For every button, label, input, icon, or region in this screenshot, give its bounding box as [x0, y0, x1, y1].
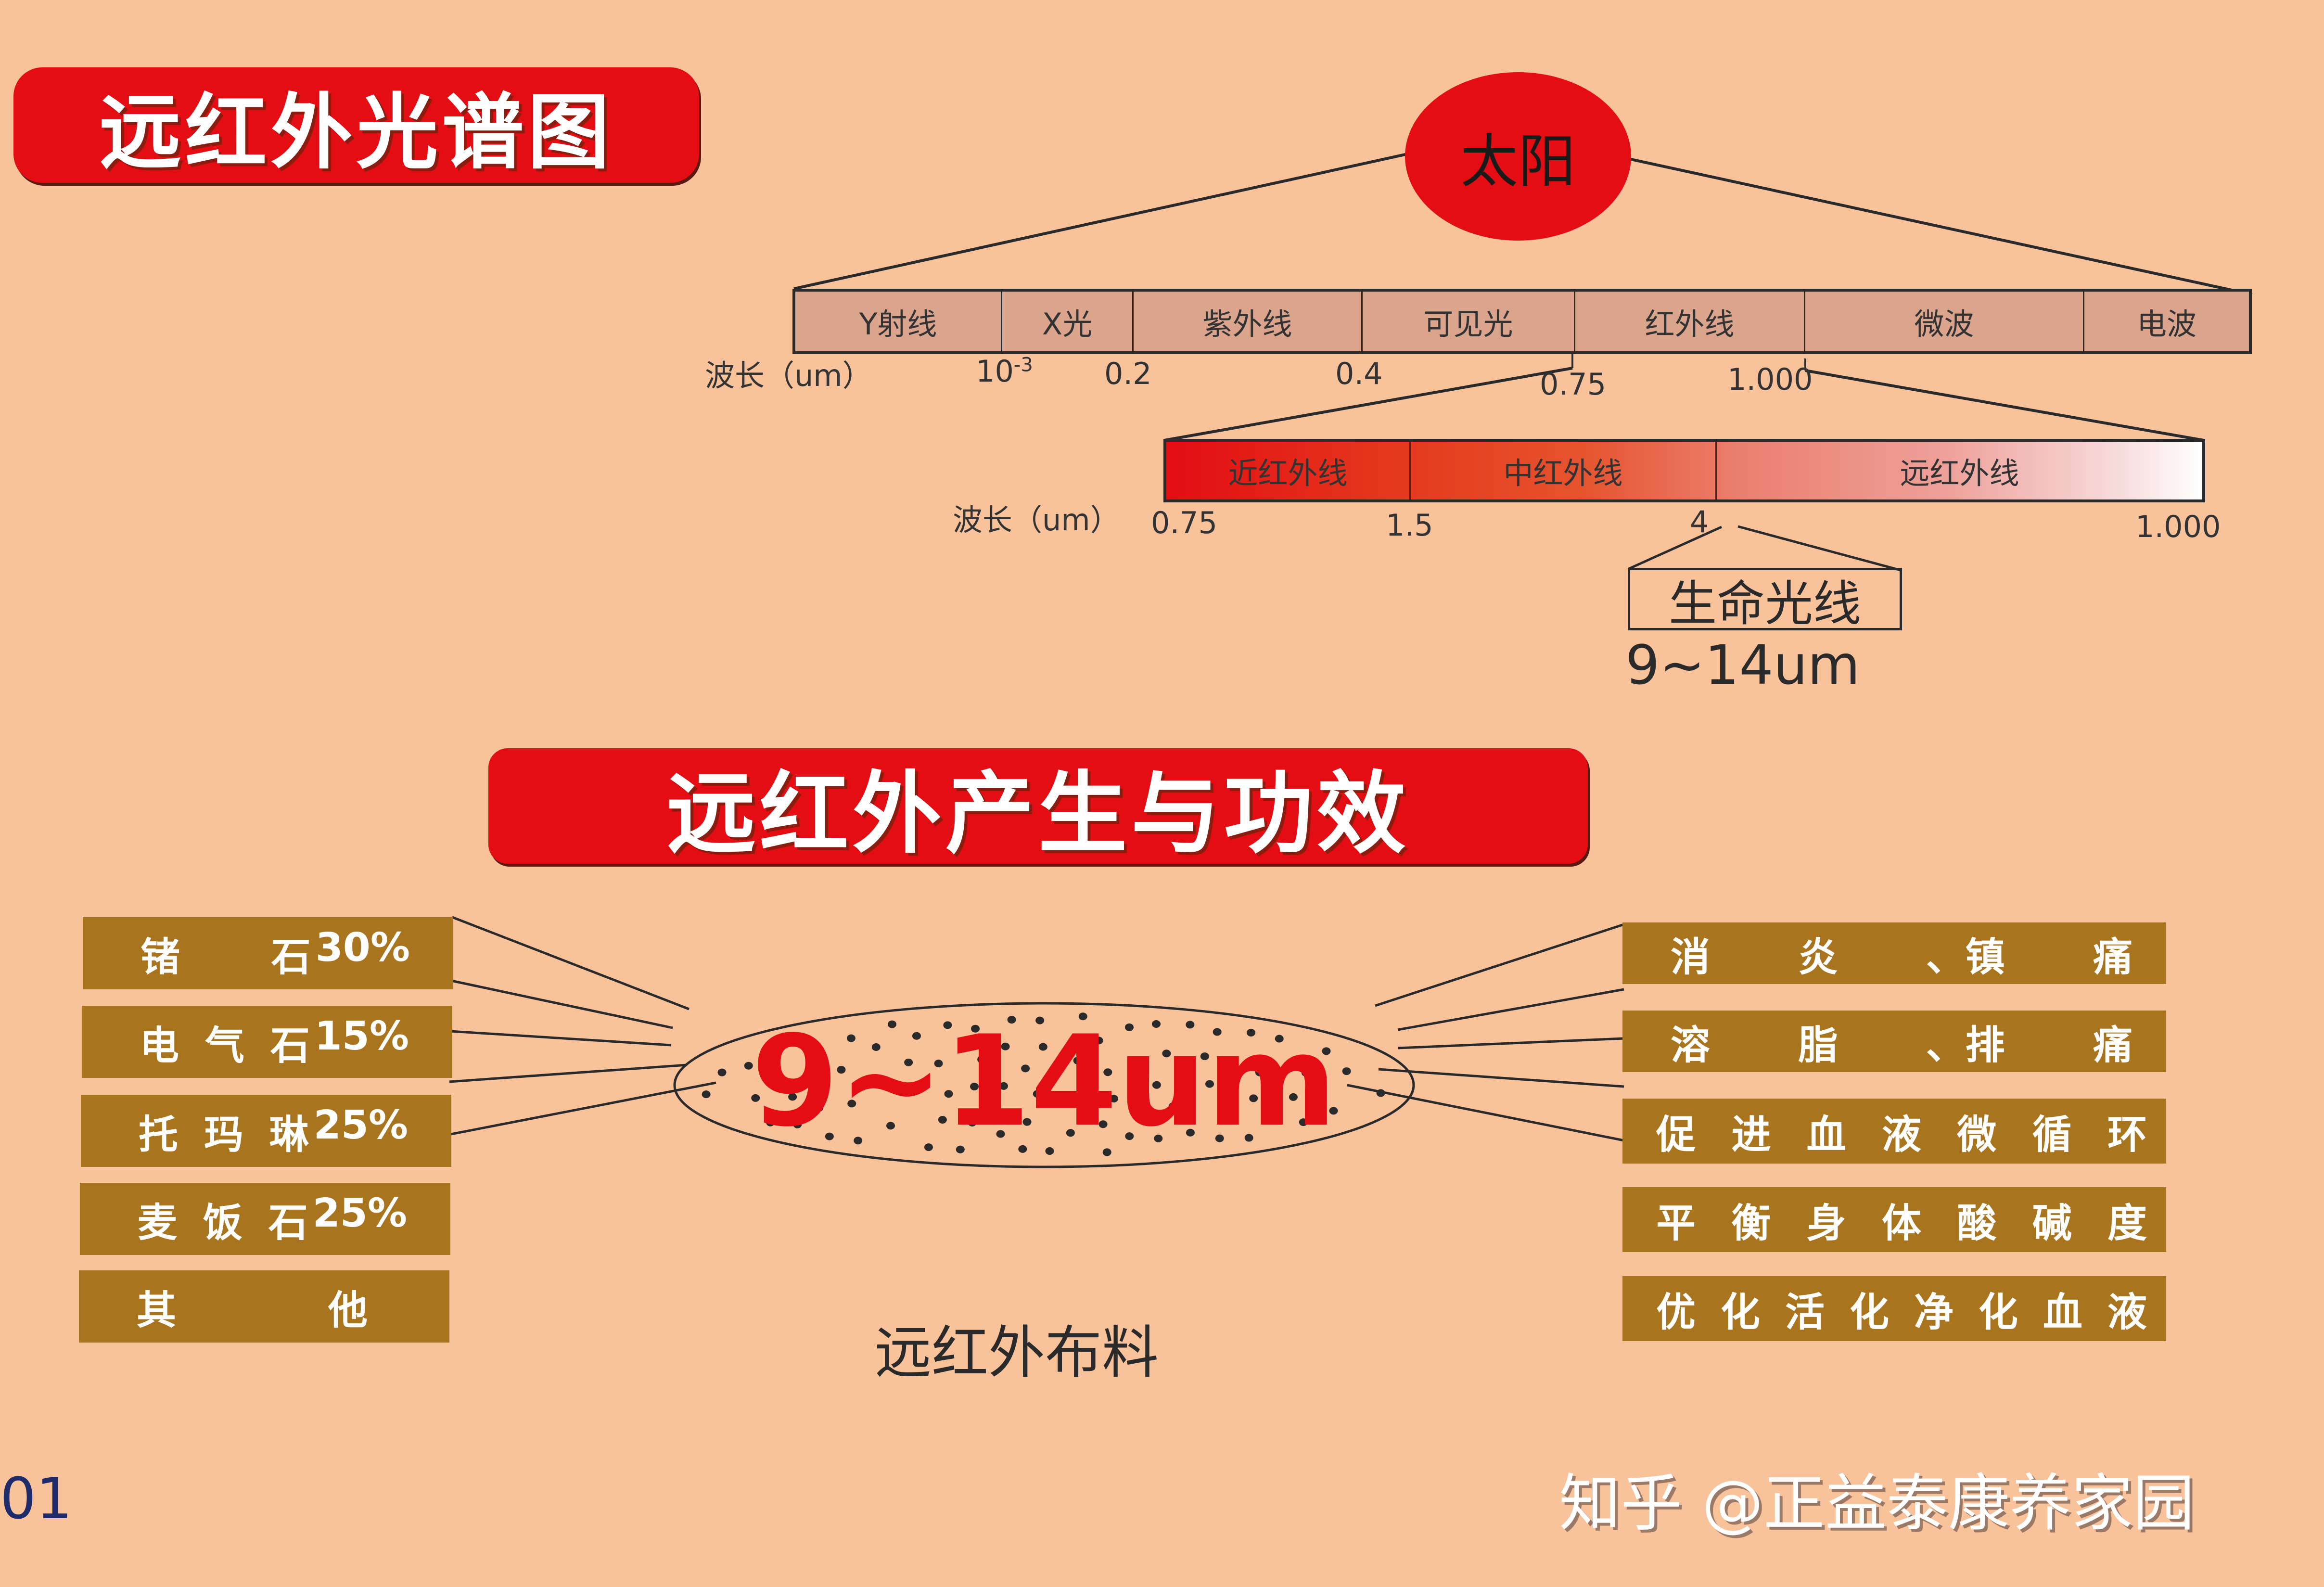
particle-dots: [702, 1012, 1385, 1156]
material-char: 托: [139, 1112, 179, 1158]
effect-char: 痛: [2093, 1022, 2132, 1068]
watermark: 知乎 @正益泰康养家园: [1559, 1468, 2195, 1539]
effect-char: 消: [1671, 934, 1711, 980]
band-microwave: 微波: [1805, 292, 2084, 351]
spectrum-title-banner: 远红外光谱图: [13, 67, 699, 183]
ir-tick-0.75: 0.75: [1151, 505, 1218, 540]
effect-blood-purification: 优化活化净化血液: [1622, 1276, 2166, 1341]
effect-char: 痛: [2093, 934, 2132, 980]
life-ray-box: 生命光线: [1628, 568, 1902, 632]
ir-tick-1.5: 1.5: [1386, 508, 1433, 543]
far-infrared-fabric-ellipse: 9~14um: [673, 1002, 1415, 1168]
band-gamma: Y射线: [795, 292, 1002, 351]
effect-char: 、镇: [1926, 934, 2005, 980]
effect-acid-base-balance: 平衡身体酸碱度: [1622, 1187, 2166, 1252]
band-xray: X光: [1002, 292, 1134, 351]
band-far-infrared: 远红外线: [1900, 456, 2019, 491]
effect-char: 促: [1656, 1112, 1696, 1158]
life-ray-range: 9~14um: [1625, 634, 1860, 697]
material-char: 电: [140, 1023, 179, 1069]
effect-char: 衡: [1731, 1201, 1771, 1246]
effect-char: 溶: [1671, 1022, 1711, 1068]
material-char: 气: [204, 1023, 244, 1069]
material-char: 石: [268, 1200, 308, 1246]
material-percent: 15%: [314, 1013, 409, 1059]
material-char: 石: [270, 1023, 310, 1069]
material-char: 饭: [203, 1200, 243, 1246]
material-char: 其: [137, 1287, 177, 1333]
effect-char: 优: [1656, 1290, 1696, 1335]
life-ray-label: 生命光线: [1669, 575, 1861, 632]
page-number: 01: [0, 1465, 73, 1532]
effect-char: 碱: [2032, 1201, 2072, 1246]
effect-char: 液: [1881, 1112, 1921, 1158]
spectrum-title: 远红外光谱图: [99, 85, 613, 180]
effects-title-banner: 远红外产生与功效: [488, 748, 1588, 866]
material-char: 琳: [269, 1112, 309, 1158]
fabric-caption: 远红外布料: [875, 1319, 1159, 1386]
effect-char: 、排: [1926, 1022, 2005, 1068]
effect-char: 化: [1720, 1290, 1760, 1335]
effect-char: 液: [2107, 1290, 2147, 1335]
effect-char: 环: [2107, 1112, 2147, 1158]
sun-label: 太阳: [1460, 128, 1576, 195]
effect-char: 度: [2107, 1201, 2147, 1246]
effects-title: 远红外产生与功效: [666, 762, 1410, 866]
tick-10e-3: 10-3: [976, 354, 1033, 389]
band-mid-infrared: 中红外线: [1411, 442, 1717, 499]
tick-1.000: 1.000: [1727, 362, 1813, 397]
effect-char: 活: [1785, 1290, 1825, 1335]
material-other: 其他: [79, 1270, 449, 1343]
effect-char: 炎: [1798, 934, 1838, 980]
material-char: 麦: [138, 1200, 178, 1246]
band-near-infrared: 近红外线: [1166, 442, 1411, 499]
infrared-wavelength-label: 波长（um）: [953, 502, 1120, 538]
tick-0.4: 0.4: [1335, 356, 1383, 391]
effect-char: 血: [1806, 1112, 1846, 1158]
effect-char: 脂: [1798, 1022, 1838, 1068]
effect-char: 净: [1914, 1290, 1954, 1335]
em-spectrum-bar: Y射线 X光 紫外线 可见光 红外线 微波 电波: [792, 289, 2252, 354]
tick-0.2: 0.2: [1104, 356, 1152, 391]
spectrum-wavelength-label: 波长（um）: [705, 358, 872, 393]
material-char: 他: [328, 1287, 368, 1333]
band-visible: 可见光: [1363, 292, 1575, 351]
effect-char: 平: [1656, 1201, 1696, 1246]
effect-char: 化: [1978, 1290, 2018, 1335]
effect-fat-dissolving: 溶 脂 、排 痛: [1622, 1011, 2166, 1072]
effect-anti-inflammatory-pain-relief: 消 炎 、镇 痛: [1622, 922, 2166, 984]
material-percent: 30%: [315, 924, 410, 971]
effect-char: 进: [1731, 1112, 1771, 1158]
effect-char: 酸: [1957, 1201, 1997, 1246]
effect-char: 体: [1881, 1201, 1921, 1246]
band-ultraviolet: 紫外线: [1134, 292, 1363, 351]
effect-char: 循: [2032, 1112, 2072, 1158]
infrared-spectrum-bar: 近红外线 中红外线 远红外线: [1163, 439, 2205, 502]
center-range: 9~14um: [752, 1009, 1337, 1154]
effect-char: 微: [1957, 1112, 1997, 1158]
material-char: 锗: [140, 934, 180, 980]
material-char: 石: [271, 934, 311, 980]
effect-microcirculation: 促进血液微循环: [1622, 1099, 2166, 1164]
effect-char: 血: [2043, 1290, 2082, 1335]
ir-tick-1.000: 1.000: [2135, 509, 2221, 544]
band-infrared: 红外线: [1575, 292, 1805, 351]
material-percent: 25%: [312, 1190, 407, 1236]
material-percent: 25%: [313, 1102, 408, 1148]
effect-char: 身: [1806, 1201, 1846, 1246]
ir-tick-4: 4: [1690, 504, 1709, 539]
sun-circle: 太阳: [1405, 72, 1631, 241]
effect-char: 化: [1849, 1290, 1889, 1335]
material-char: 玛: [204, 1112, 243, 1158]
tick-0.75: 0.75: [1540, 367, 1607, 402]
band-radio: 电波: [2136, 307, 2196, 342]
